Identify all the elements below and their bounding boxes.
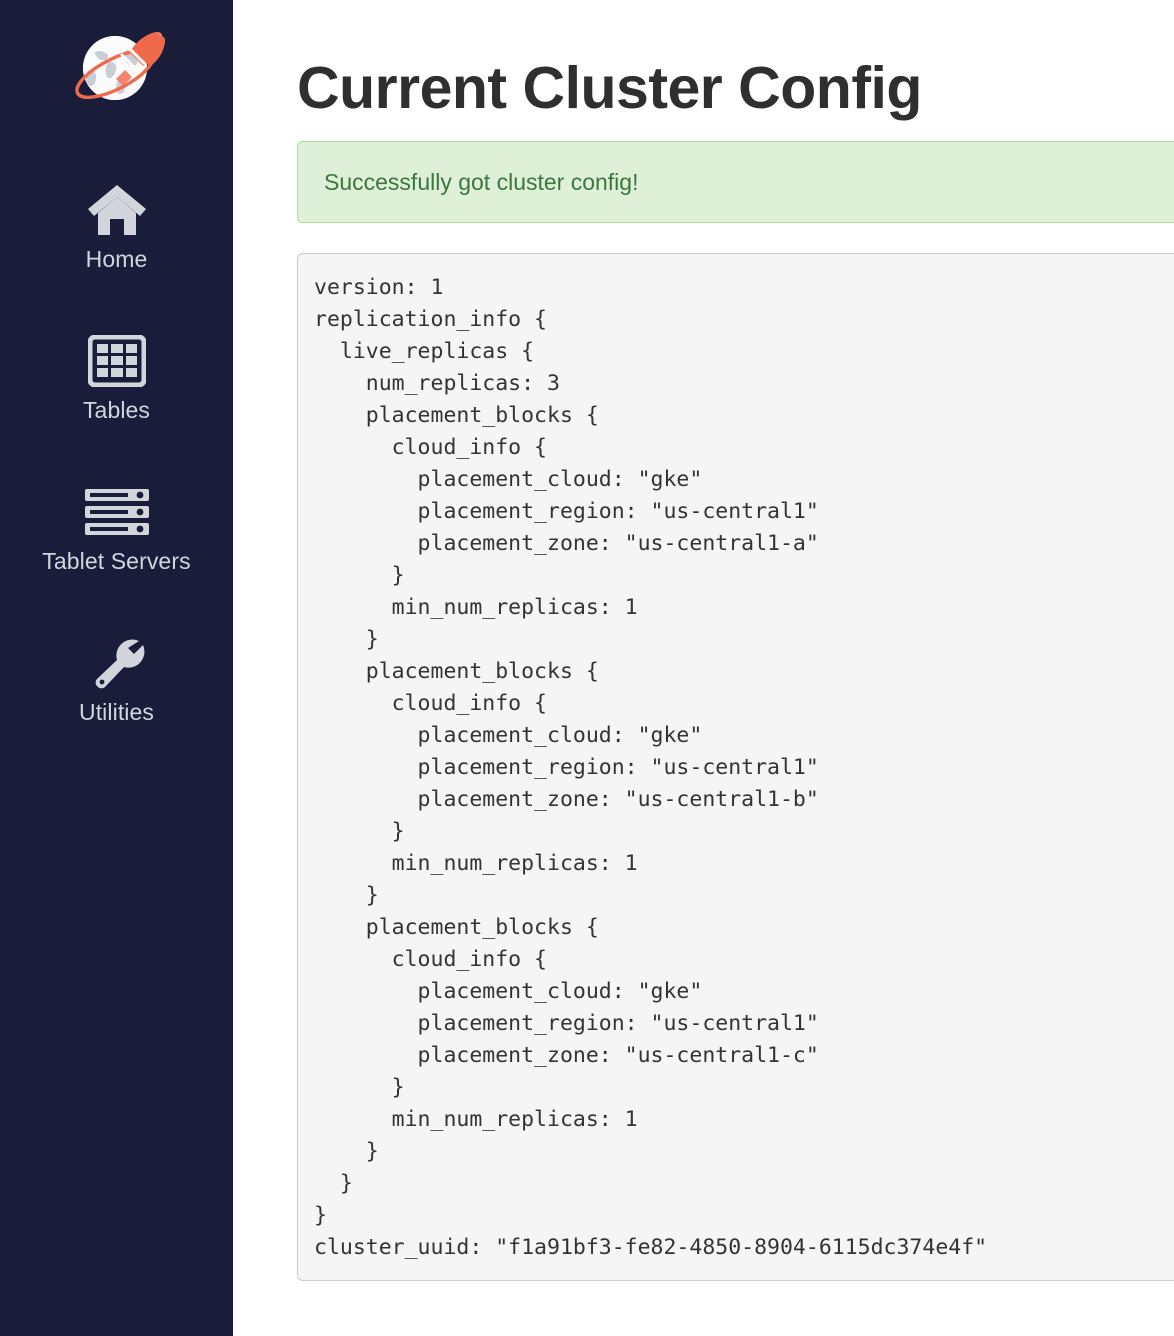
page-title: Current Cluster Config [297,55,922,121]
cluster-config-card: version: 1 replication_info { live_repli… [297,253,1174,1281]
status-banner-text: Successfully got cluster config! [324,169,639,195]
sidebar-item-tablet-servers[interactable]: Tablet Servers [0,482,233,575]
sidebar-item-label: Tables [82,397,151,423]
sidebar: Home Tables [0,0,233,1336]
main-content: Current Cluster Config Successfully got … [233,0,1174,1336]
sidebar-item-label: Utilities [78,699,155,725]
status-banner-success: Successfully got cluster config! [297,141,1174,223]
globe-rocket-logo [74,32,165,100]
cluster-config-text[interactable]: version: 1 replication_info { live_repli… [314,275,988,1260]
sidebar-item-label: Home [85,246,148,272]
sidebar-item-label: Tablet Servers [42,548,191,574]
wrench-icon [87,633,147,693]
sidebar-item-utilities[interactable]: Utilities [0,633,233,726]
app-logo[interactable] [63,22,171,118]
home-icon [86,180,148,240]
sidebar-item-tables[interactable]: Tables [0,331,233,424]
tables-grid-icon [87,331,146,391]
sidebar-item-home[interactable]: Home [0,180,233,273]
server-rack-icon [84,482,150,542]
